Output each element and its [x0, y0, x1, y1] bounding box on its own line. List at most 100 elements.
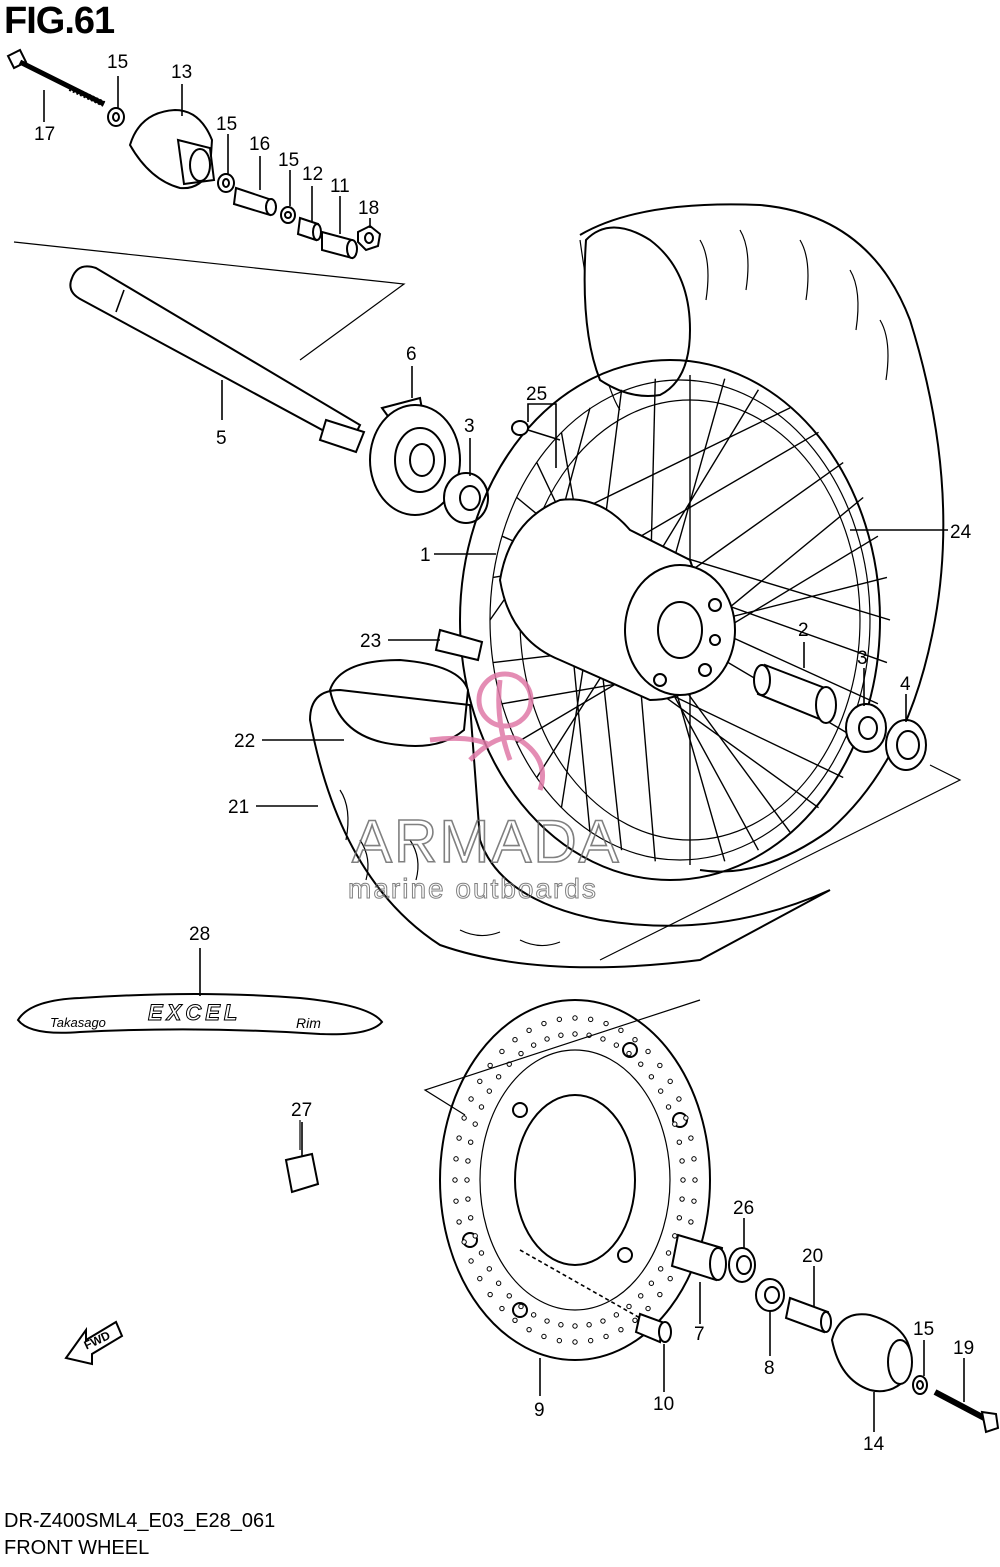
callout-18: 18: [358, 198, 379, 219]
vent-hole: [486, 1266, 493, 1272]
collar-8: [755, 1278, 785, 1312]
tire-24: [579, 203, 945, 873]
armada-watermark: ARMADA marine outboards: [348, 671, 621, 905]
vent-hole: [688, 1219, 694, 1225]
callout-22: 22: [234, 731, 255, 752]
washer-15b: [217, 173, 235, 193]
vent-hole: [464, 1177, 470, 1183]
vent-hole: [603, 1333, 609, 1340]
decal-text-left: Takasago: [50, 1015, 106, 1030]
vent-hole: [691, 1198, 697, 1204]
callout-15: 15: [107, 52, 128, 73]
callout-5: 5: [216, 428, 227, 449]
vent-hole: [600, 1318, 606, 1324]
vent-hole: [461, 1239, 467, 1245]
vent-hole: [572, 1015, 578, 1021]
vent-hole: [679, 1196, 685, 1202]
washer-15c: [280, 206, 296, 224]
vent-hole: [495, 1280, 502, 1286]
vent-hole: [600, 1036, 606, 1042]
collar-20: [784, 1296, 832, 1334]
vent-hole: [688, 1135, 694, 1141]
callout-21: 21: [228, 797, 249, 818]
bolt-17: [6, 48, 106, 107]
callout-13: 13: [171, 62, 192, 83]
callout-26: 26: [733, 1198, 754, 1219]
callout-7: 7: [694, 1324, 705, 1345]
vent-hole: [453, 1198, 459, 1204]
vent-hole: [526, 1326, 532, 1333]
vent-hole: [556, 1337, 563, 1344]
vent-hole: [472, 1233, 478, 1239]
assembly-plane-top: [13, 241, 406, 361]
vent-hole: [526, 1027, 532, 1034]
vent-hole: [648, 1074, 655, 1080]
dust-seal-26: [728, 1247, 756, 1283]
watermark-brand: ARMADA: [352, 808, 621, 875]
vent-hole: [467, 1139, 474, 1145]
callout-2: 2: [798, 620, 809, 641]
vent-hole: [667, 1275, 673, 1282]
vent-hole: [477, 1275, 483, 1282]
vent-hole: [544, 1036, 550, 1042]
vent-hole: [657, 1291, 663, 1298]
callout-11: 11: [330, 176, 350, 197]
vent-hole: [518, 1050, 524, 1057]
callout-20: 20: [802, 1246, 823, 1267]
callout-14: 14: [863, 1434, 885, 1455]
vent-hole: [645, 1048, 651, 1055]
vent-hole: [468, 1096, 474, 1102]
callout-15: 15: [216, 114, 237, 135]
callout-16: 16: [249, 134, 270, 155]
vent-hole: [632, 1317, 638, 1323]
vent-hole: [667, 1078, 673, 1085]
vent-hole: [648, 1280, 655, 1286]
vent-hole: [657, 1088, 664, 1094]
vent-hole: [618, 1326, 624, 1333]
brake-disc-9: [439, 999, 711, 1361]
vent-hole: [626, 1050, 632, 1057]
vent-hole: [467, 1215, 474, 1221]
callout-19: 19: [953, 1338, 974, 1359]
vent-hole: [587, 1016, 594, 1023]
vent-hole: [472, 1121, 478, 1127]
vent-hole: [679, 1158, 685, 1164]
valve-cap-27: [284, 1120, 320, 1194]
vent-hole: [613, 1312, 620, 1318]
vent-hole: [452, 1177, 458, 1183]
spacer-16: [232, 186, 277, 217]
vent-hole: [691, 1156, 697, 1162]
tire-21: [308, 688, 831, 969]
wheel-bearing-3b: [845, 703, 887, 753]
vent-hole: [665, 1250, 672, 1256]
bolt-19: [933, 1389, 1000, 1434]
tube-22: [328, 658, 470, 747]
vent-hole: [676, 1215, 683, 1221]
vent-hole: [544, 1318, 550, 1324]
figure-title: FIG.61: [4, 0, 115, 42]
spacer-7: [670, 1233, 727, 1282]
spoke: [639, 679, 656, 862]
spoke: [559, 407, 791, 521]
callout-1: 1: [420, 545, 431, 566]
vent-hole: [676, 1096, 682, 1102]
vent-hole: [487, 1291, 493, 1298]
callout-6: 6: [406, 344, 417, 365]
washer-15a: [107, 107, 125, 127]
washer-15d: [912, 1375, 928, 1395]
wheel-bearing-3a: [443, 472, 489, 524]
vent-hole: [572, 1031, 578, 1037]
disc-vent-holes: [452, 1015, 698, 1345]
axle-nut-cap-13: [128, 108, 216, 190]
vent-hole: [638, 1061, 644, 1067]
rim-band-23: [434, 628, 484, 662]
vent-hole: [456, 1135, 462, 1141]
vent-hole: [468, 1258, 474, 1264]
spacer-2: [753, 663, 837, 724]
vent-hole: [572, 1339, 578, 1345]
callout-9: 9: [534, 1400, 545, 1421]
model-code: DR-Z400SML4_E03_E28_061: [4, 1510, 276, 1532]
vent-hole: [518, 1303, 524, 1310]
vent-hole: [672, 1233, 678, 1239]
